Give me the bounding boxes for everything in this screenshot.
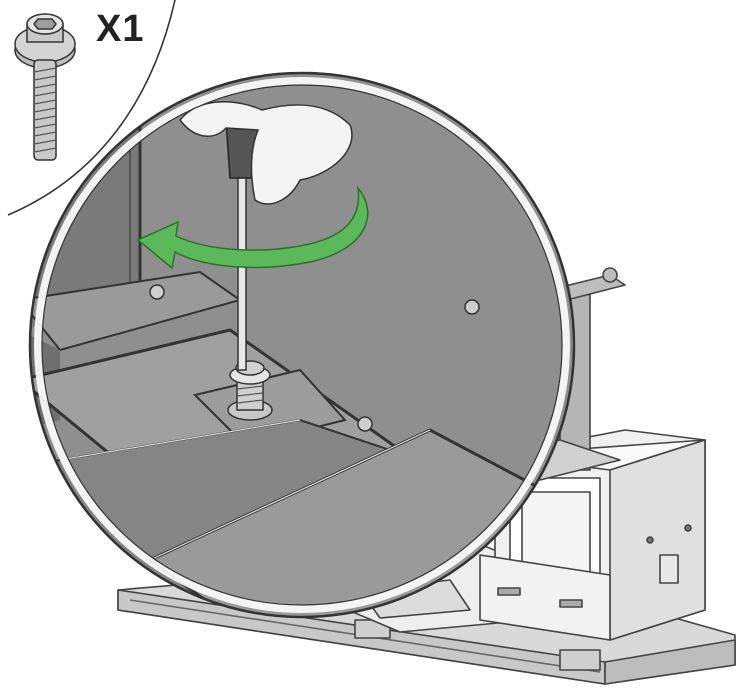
hand-icon (179, 101, 353, 205)
zoom-circle-outline (28, 71, 576, 619)
callout-divider (7, 0, 176, 216)
hex-bolt-with-washer-icon (14, 13, 76, 161)
quantity-label: X1 (96, 8, 145, 50)
counterclockwise-arrow-icon (136, 185, 369, 270)
